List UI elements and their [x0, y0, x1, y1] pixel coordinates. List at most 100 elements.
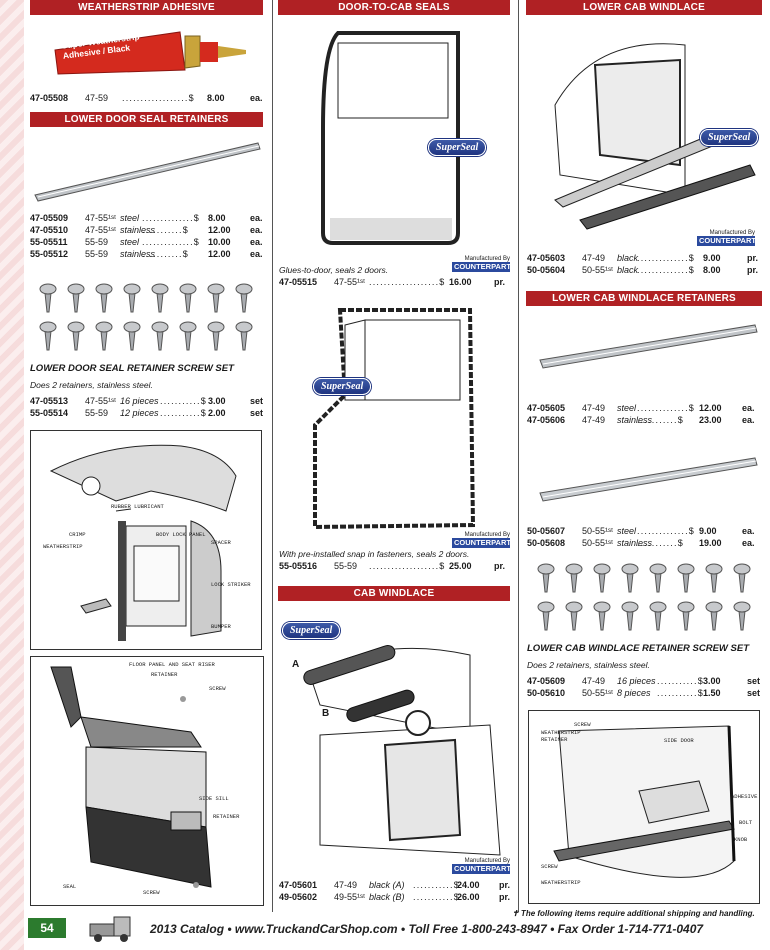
door-retainer-strip-image: [34, 142, 261, 202]
row-dots: ..............$: [637, 403, 696, 413]
row-part: 47-05601: [279, 880, 318, 890]
superseal-badge: SuperSeal: [700, 129, 759, 146]
header-lower-cab-windlace: LOWER CAB WINDLACE: [526, 0, 762, 15]
row-years: 55-59: [85, 249, 109, 259]
lower-cab-windlace-image: [554, 43, 756, 230]
row-price: 3.00: [703, 676, 721, 686]
row-price: 19.00: [699, 538, 722, 548]
row-dots: ...........$: [637, 415, 684, 425]
row-unit: set: [250, 396, 264, 406]
row-price: 8.00: [208, 213, 226, 223]
diagram3-label: SIDE DOOR: [664, 737, 694, 744]
row-dots: ..............$: [637, 253, 696, 263]
column-divider-1: [272, 0, 273, 912]
row-dots: ...................$: [369, 277, 446, 287]
row-unit: ea.: [250, 93, 263, 103]
row-desc: steel: [617, 526, 637, 536]
screw-icon: [67, 321, 85, 351]
row-part: 47-05509: [30, 213, 69, 223]
side-door-diagram: SCREW WEATHERSTRIP RETAINER SIDE DOOR AD…: [528, 710, 760, 904]
door-seal-image-2: [313, 308, 476, 530]
row-dots: ..............$: [142, 237, 201, 247]
row-years: 47-49: [582, 676, 606, 686]
row-dots: ...........$: [142, 249, 189, 259]
diagram1-label: RUBBER LUBRICANT: [111, 503, 164, 510]
truck-logo-icon: [89, 916, 131, 942]
row-unit: ea.: [250, 213, 263, 223]
row-unit: pr.: [747, 265, 759, 275]
header-cab-windlace: CAB WINDLACE: [278, 586, 510, 601]
diagram3-label: WEATHERSTRIP: [541, 879, 581, 886]
row-desc: stainless: [617, 415, 653, 425]
diagram1-label: BUMPER: [211, 623, 231, 630]
row-desc: steel: [120, 237, 140, 247]
counterpart-big: COUNTERPART: [452, 538, 511, 548]
diagram1-label: BODY LOCK PANEL: [156, 531, 206, 538]
row-part: 50-05604: [527, 265, 566, 275]
row-desc: 12 pieces: [120, 408, 159, 418]
row-dots: ..................$: [122, 93, 195, 103]
screw-icon: [151, 283, 169, 313]
counterpart-big: COUNTERPART: [452, 262, 511, 272]
row-part: 55-05516: [279, 561, 318, 571]
screw-set-caption: Does 2 retainers, stainless steel.: [527, 660, 650, 670]
row-part: 47-05606: [527, 415, 566, 425]
superseal-badge: SuperSeal: [428, 139, 487, 156]
row-dots: ...........$: [413, 892, 460, 902]
screw-icon: [593, 601, 611, 631]
page-number: 54: [28, 918, 66, 938]
row-price: 8.00: [207, 93, 225, 103]
diagram2-label: RETAINER: [213, 813, 240, 820]
row-years: 50-55¹ˢᵗ: [582, 526, 614, 536]
row-years: 47-55¹ˢᵗ: [85, 213, 117, 223]
diagram2-label: SCREW: [209, 685, 226, 692]
diagram1-label: WEATHERSTRIP: [43, 543, 83, 550]
row-dots: ...........$: [657, 688, 704, 698]
row-desc: 16 pieces: [120, 396, 159, 406]
row-dots: ...........$: [160, 396, 207, 406]
row-part: 47-05609: [527, 676, 566, 686]
row-unit: ea.: [250, 225, 263, 235]
diagram1-label: SPACER: [211, 539, 231, 546]
row-years: 50-55¹ˢᵗ: [582, 538, 614, 548]
screw-icon: [123, 321, 141, 351]
row-dots: ...........$: [657, 676, 704, 686]
adhesive-tube-image: [54, 31, 246, 75]
screw-icon: [207, 321, 225, 351]
door-seal-caption-1: Glues-to-door, seals 2 doors.: [279, 265, 389, 275]
row-part: 47-05603: [527, 253, 566, 263]
cab-retainer-image-1: [539, 324, 758, 369]
screw-set-title: LOWER DOOR SEAL RETAINER SCREW SET: [30, 363, 234, 374]
windlace-letter-a: A: [292, 659, 300, 670]
diagram2-label: FLOOR PANEL AND SEAT RISER: [129, 661, 215, 668]
footer-contact: 2013 Catalog • www.TruckandCarShop.com •…: [150, 922, 704, 936]
screw-icon: [565, 601, 583, 631]
row-part: 47-05515: [279, 277, 318, 287]
screw-icon: [649, 601, 667, 631]
row-desc: black: [617, 253, 639, 263]
header-lower-cab-windlace-retainers: LOWER CAB WINDLACE RETAINERS: [526, 291, 762, 306]
screw-icon: [649, 563, 667, 593]
screw-icon: [593, 563, 611, 593]
screw-icon: [537, 601, 555, 631]
screw-icon: [95, 321, 113, 351]
row-unit: pr.: [747, 253, 759, 263]
diagram3-label: BOLT: [739, 819, 753, 826]
row-dots: ...........$: [637, 538, 684, 548]
row-years: 55-59: [85, 237, 109, 247]
screw-icon: [123, 283, 141, 313]
row-price: 25.00: [449, 561, 472, 571]
screw-set-image: [537, 563, 751, 631]
row-years: 55-59: [334, 561, 358, 571]
row-dots: ...........$: [142, 225, 189, 235]
screw-icon: [677, 563, 695, 593]
row-price: 9.00: [699, 526, 717, 536]
screw-icon: [151, 321, 169, 351]
screw-icon: [565, 563, 583, 593]
row-part: 55-05512: [30, 249, 69, 259]
screw-icon: [179, 321, 197, 351]
row-years: 50-55¹ˢᵗ: [582, 265, 614, 275]
